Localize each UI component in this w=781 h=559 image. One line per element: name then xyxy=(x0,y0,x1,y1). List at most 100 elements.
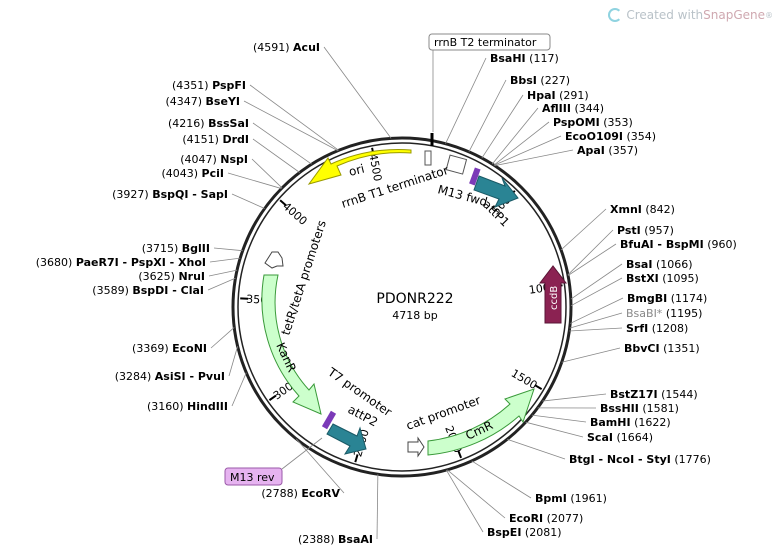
feature-attp1-arrow xyxy=(473,175,519,208)
site-position: (3680) xyxy=(36,256,73,269)
site-position: (354) xyxy=(627,130,657,143)
site-position: (1174) xyxy=(671,292,708,305)
site-position: (1664) xyxy=(616,431,653,444)
feature-ccdb-label: ccdB xyxy=(549,286,560,310)
site-position: (117) xyxy=(529,52,559,65)
site-label: EcoO109I (354) xyxy=(565,130,656,143)
site-name: BspQI - SapI xyxy=(152,188,228,201)
site-name: BbvCI xyxy=(624,342,660,355)
site-position: (1961) xyxy=(570,492,607,505)
m13-rev-label: M13 rev xyxy=(230,471,275,484)
site-label: (4047) NspI xyxy=(180,153,248,166)
site-name: BpmI xyxy=(535,492,567,505)
site-leader xyxy=(323,46,392,139)
site-position: (3715) xyxy=(142,242,179,255)
site-position: (3284) xyxy=(115,370,152,383)
site-position: (227) xyxy=(540,74,570,87)
tick-mark xyxy=(279,199,287,207)
site-label: (4216) BssSaI xyxy=(168,117,249,130)
site-name: BspDI - ClaI xyxy=(132,284,204,297)
watermark-prefix: Created with xyxy=(626,8,704,22)
site-leader xyxy=(561,347,621,363)
feature-attp1-core xyxy=(469,167,481,186)
site-position: (4047) xyxy=(180,153,217,166)
site-leader xyxy=(560,208,607,251)
site-name: SrfI xyxy=(626,322,648,335)
site-label: BfuAI - BspMI (960) xyxy=(620,238,737,251)
site-position: (960) xyxy=(707,238,737,251)
site-label: XmnI (842) xyxy=(610,203,675,216)
site-label: ScaI (1664) xyxy=(587,431,653,444)
site-position: (3589) xyxy=(92,284,129,297)
site-label: BmgBI (1174) xyxy=(627,292,707,305)
site-label: (3589) BspDI - ClaI xyxy=(92,284,204,297)
site-name: BamHI xyxy=(590,416,631,429)
site-leader xyxy=(252,122,312,165)
site-leader xyxy=(227,172,282,189)
site-label: HpaI (291) xyxy=(527,89,589,102)
site-name: HpaI xyxy=(527,89,556,102)
site-leader xyxy=(567,229,614,276)
feature-m13-fwd-box xyxy=(445,154,468,175)
site-name: NruI xyxy=(178,270,205,283)
site-label: EcoRI (2077) xyxy=(509,512,583,525)
feature-cmr-arrow xyxy=(427,388,535,456)
site-name: PstI xyxy=(617,224,641,237)
site-label: PstI (957) xyxy=(617,224,674,237)
site-leader xyxy=(542,393,607,402)
site-name: XmnI xyxy=(610,203,642,216)
site-leader xyxy=(507,438,566,460)
site-position: (842) xyxy=(645,203,675,216)
site-position: (3369) xyxy=(132,342,169,355)
site-name: PaeR7I - PspXI - XhoI xyxy=(76,256,206,269)
site-position: (3625) xyxy=(138,270,175,283)
watermark-mark: ® xyxy=(765,10,773,20)
site-leader xyxy=(491,107,539,165)
site-position: (4151) xyxy=(182,133,219,146)
site-label: (4591) AcuI xyxy=(253,41,320,54)
site-position: (1195) xyxy=(666,307,703,320)
site-position: (2081) xyxy=(525,526,562,539)
site-name: AsiSI - PvuI xyxy=(155,370,225,383)
site-leader xyxy=(210,327,235,349)
feature-ori-arrow xyxy=(307,149,412,185)
site-leader xyxy=(376,474,379,540)
site-position: (1351) xyxy=(663,342,700,355)
site-position: (4216) xyxy=(168,117,205,130)
site-label: BbsI (227) xyxy=(510,74,570,87)
site-leader xyxy=(468,79,507,152)
site-label: (3680) PaeR7I - PspXI - XhoI xyxy=(36,256,206,269)
m13-rev-leader xyxy=(281,437,323,470)
site-position: (2788) xyxy=(261,487,298,500)
site-name: EcoNI xyxy=(172,342,207,355)
site-label: (3160) HindIII xyxy=(147,400,228,413)
site-name: HindIII xyxy=(187,400,228,413)
site-position: (1776) xyxy=(674,453,711,466)
site-label: BspEI (2081) xyxy=(487,526,562,539)
site-name: BsaI xyxy=(626,258,652,271)
site-leader xyxy=(481,94,524,159)
tick-mark xyxy=(354,454,359,463)
site-position: (1622) xyxy=(634,416,671,429)
site-name: AflIII xyxy=(542,102,571,115)
site-position: (4351) xyxy=(172,79,209,92)
tick-mark xyxy=(268,394,277,401)
site-leader xyxy=(252,138,300,173)
feature-ccdb-arrow xyxy=(538,265,568,324)
site-name: BfuAI - BspMI xyxy=(620,238,704,251)
site-label: (4351) PspFI xyxy=(172,79,246,92)
site-label: (3284) AsiSI - PvuI xyxy=(115,370,225,383)
backbone-outer xyxy=(231,136,573,478)
site-leader xyxy=(570,263,623,300)
site-label: (2388) BsaAI xyxy=(298,533,373,546)
snapgene-watermark: Created with SnapGene® xyxy=(608,8,773,22)
feature-tetr-promoters-label: tetR/tetA promoters xyxy=(279,219,329,337)
site-leader xyxy=(493,121,550,166)
feature-ori-label: ori xyxy=(347,162,366,179)
site-position: (4043) xyxy=(161,167,198,180)
site-position: (344) xyxy=(574,102,604,115)
site-label: BpmI (1961) xyxy=(535,492,607,505)
site-position: (957) xyxy=(644,224,674,237)
site-position: (291) xyxy=(559,89,589,102)
site-position: (1581) xyxy=(642,402,679,415)
